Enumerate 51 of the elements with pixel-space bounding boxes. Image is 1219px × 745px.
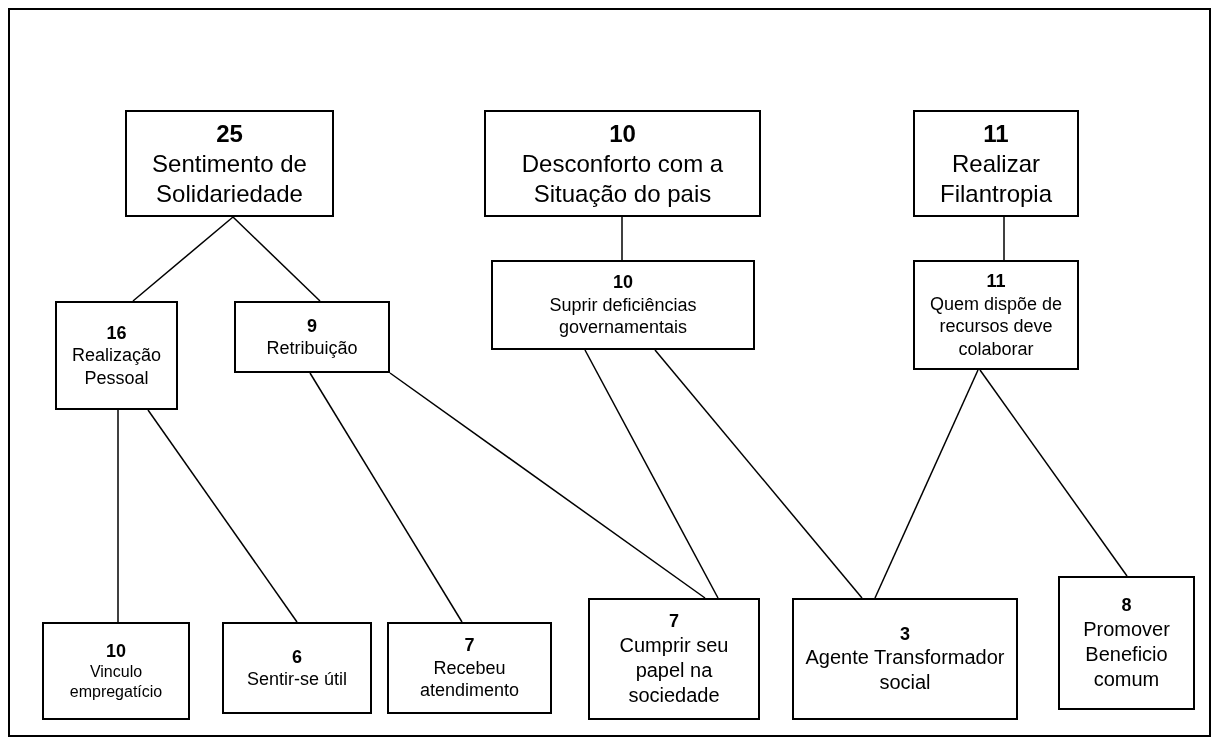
concept-box (55, 301, 178, 410)
connector-line (654, 349, 863, 599)
concept-label: Realizar Filantropia (938, 148, 1054, 209)
connector-line (874, 369, 979, 599)
count-number: 9 (307, 314, 317, 337)
connector-line (117, 409, 119, 623)
connector-line (232, 216, 321, 302)
count-number: 6 (292, 645, 302, 668)
concept-box (234, 301, 390, 373)
count-number: 11 (986, 270, 1006, 293)
concept-label: Retribuição (266, 337, 358, 360)
count-number: 7 (464, 634, 475, 657)
connector-line (147, 409, 298, 623)
concept-label: Suprir deficiências governamentais (548, 293, 698, 339)
connector-line (309, 372, 463, 623)
concept-box (588, 598, 760, 720)
count-number: 10 (613, 271, 633, 294)
count-number: 25 (216, 118, 243, 149)
concept-box (913, 260, 1079, 370)
concept-box (42, 622, 190, 720)
concept-box (913, 110, 1079, 217)
concept-label: Realização Pessoal (70, 344, 163, 390)
connector-line (132, 216, 234, 302)
concept-box (387, 622, 552, 714)
connector-line (1003, 216, 1005, 261)
concept-label: Quem dispõe de recursos deve colaborar (928, 292, 1064, 360)
concept-label: Agente Transformador social (804, 645, 1006, 696)
concept-box (125, 110, 334, 217)
concept-box (484, 110, 761, 217)
concept-box (792, 598, 1018, 720)
concept-label: Sentimento de Solidariedade (151, 148, 308, 209)
count-number: 3 (900, 622, 910, 646)
connector-line (979, 369, 1128, 577)
count-number: 11 (983, 118, 1009, 149)
concept-label: Desconforto com a Situação do pais (520, 148, 725, 209)
concept-box (1058, 576, 1195, 710)
concept-label: Cumprir seu papel na sociedade (618, 632, 730, 708)
connector-line (621, 216, 623, 261)
concept-label: Sentir-se útil (246, 668, 347, 691)
count-number: 10 (609, 118, 636, 149)
concept-label: Recebeu atendimento (418, 656, 521, 702)
concept-box (222, 622, 372, 714)
count-number: 8 (1121, 594, 1132, 617)
count-number: 10 (106, 639, 126, 663)
count-number: 16 (106, 321, 127, 345)
concept-box (491, 260, 755, 350)
concept-label: Promover Beneficio comum (1082, 616, 1171, 692)
connector-line (584, 349, 719, 599)
connector-line (389, 372, 706, 599)
concept-label: Vinculo empregatício (68, 662, 164, 703)
count-number: 7 (669, 610, 679, 633)
